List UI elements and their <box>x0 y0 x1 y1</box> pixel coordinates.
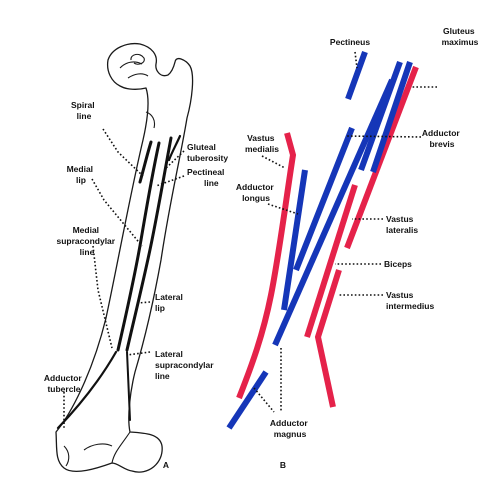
label-pectineus: Pectineus <box>330 37 370 47</box>
panel-b-letter: B <box>280 460 286 470</box>
adductor-magnus-strip <box>272 78 395 347</box>
adductor-magnus-lower-strip <box>226 370 269 430</box>
label-biceps: Biceps <box>384 259 412 269</box>
label-gluteal-tuberosity: Gluteal tuberosity <box>187 142 228 163</box>
panel-b-strips <box>226 50 419 430</box>
pectineus-strip <box>345 50 368 101</box>
panel-a-letter: A <box>163 460 169 470</box>
panel-b-labels: Pectineus Gluteus maximus Vastus mediali… <box>236 26 479 470</box>
panel-a-leader-lines <box>63 128 185 428</box>
label-vastus-lateralis: Vastus lateralis <box>386 214 418 235</box>
lateral-lip-ridge <box>125 136 173 352</box>
lateral-supracondylar-ridge <box>126 351 131 421</box>
label-vastus-medialis: Vastus medialis <box>245 133 279 154</box>
label-adductor-tubercle: Adductor tubercle <box>44 373 84 394</box>
label-lateral-lip: Lateral lip <box>155 292 185 313</box>
label-medial-supracondylar-line: Medial supracondylar line <box>57 225 118 257</box>
femur-bone-outline <box>55 42 194 473</box>
panel-b-leader-lines <box>253 51 437 413</box>
linea-aspera-ridges <box>56 134 182 430</box>
label-pectineal-line: Pectineal line <box>187 167 227 188</box>
gluteal-ridge <box>167 134 182 162</box>
medial-lip-ridge <box>116 141 161 352</box>
medial-supracondylar-ridge <box>56 350 118 430</box>
label-adductor-brevis: Adductor brevis <box>422 128 462 149</box>
vastus-intermedius-strip <box>314 269 342 408</box>
gluteus-maximus-strip-2 <box>370 61 413 173</box>
vastus-medialis-strip <box>236 132 297 400</box>
label-adductor-longus: Adductor longus <box>236 182 276 203</box>
panel-a-labels: Spiral line Gluteal tuberosity Pectineal… <box>44 100 228 470</box>
label-spiral-line: Spiral line <box>71 100 97 121</box>
label-adductor-magnus: Adductor magnus <box>270 418 310 439</box>
label-gluteus-maximus: Gluteus maximus <box>442 26 479 47</box>
label-medial-lip: Medial lip <box>67 164 96 185</box>
label-vastus-intermedius: Vastus intermedius <box>386 290 434 311</box>
adductor-longus-strip <box>281 169 308 311</box>
biceps-strip <box>304 184 358 338</box>
adductor-brevis-strip <box>293 126 355 272</box>
label-lateral-supracondylar-line: Lateral supracondylar line <box>155 349 216 381</box>
gluteus-maximus-strip-1 <box>358 60 403 172</box>
vastus-lateralis-strip <box>344 65 419 250</box>
spiral-ridge <box>138 140 153 184</box>
